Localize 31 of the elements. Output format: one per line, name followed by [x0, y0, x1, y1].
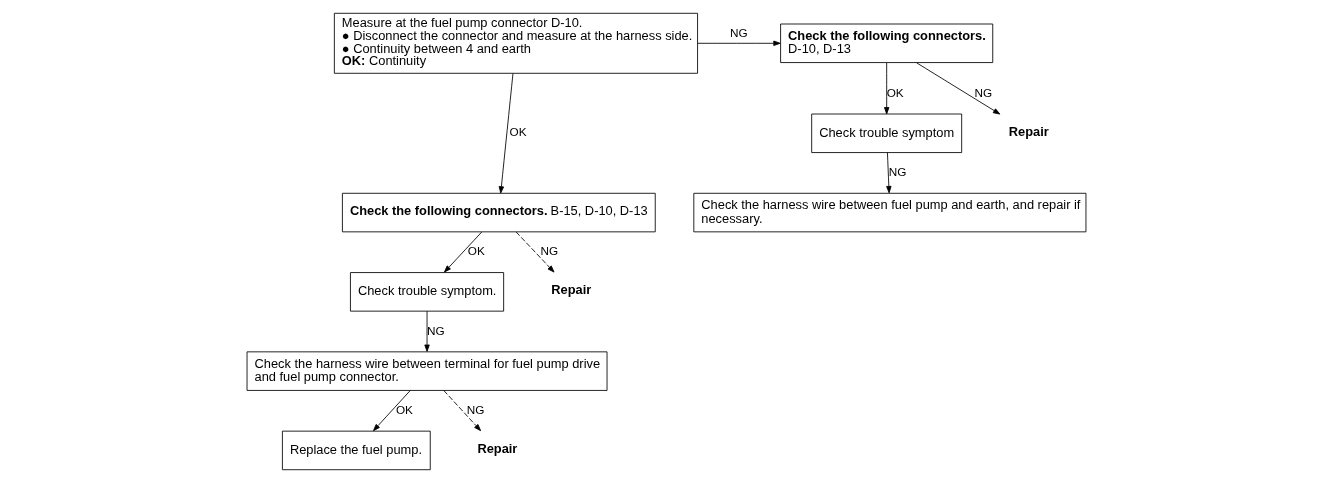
edge-label: NG [974, 85, 993, 99]
arrow [916, 61, 1001, 115]
edge-label: OK [886, 85, 904, 99]
edge-label: NG [729, 25, 748, 39]
arrow [443, 389, 482, 431]
node-box: Check the harness wire between terminal for fuel pump drive and fuel pump connector. [246, 350, 608, 391]
edge-label: OK [395, 402, 413, 416]
node-text: Repair [1008, 123, 1049, 139]
node-text: Repair [477, 440, 518, 456]
arrow [498, 72, 514, 193]
node-box: Check the following connectors. D-10, D-13 [780, 23, 994, 63]
arrow [884, 62, 890, 114]
arrow [697, 40, 781, 46]
arrow [373, 389, 411, 431]
arrow [515, 231, 555, 273]
edge-label: OK [509, 124, 527, 138]
arrow [444, 231, 483, 273]
node-box: Measure at the fuel pump connector D-10. ● Disconnect the connector and measure at the harness side. ● Continuity between 4 and earth OK: Continuity [333, 12, 698, 74]
edge-label: NG [466, 402, 485, 416]
node-text: Repair [551, 281, 592, 297]
edge-label: NG [427, 323, 445, 336]
edge-label: NG [888, 164, 907, 178]
node-box: Replace the fuel pump. [281, 430, 431, 470]
node-box: Check trouble symptom. [350, 271, 505, 312]
edge-label: OK [467, 243, 485, 257]
node-box: Check trouble symptom [811, 113, 963, 153]
node-box: Check the following connectors. B-15, D-10, D-13 [341, 192, 656, 232]
arrow [424, 310, 430, 352]
node-box: Check the harness wire between fuel pump and earth, and repair if necessary. [693, 192, 1087, 232]
edge-label: NG [540, 243, 559, 257]
arrow [886, 151, 892, 193]
